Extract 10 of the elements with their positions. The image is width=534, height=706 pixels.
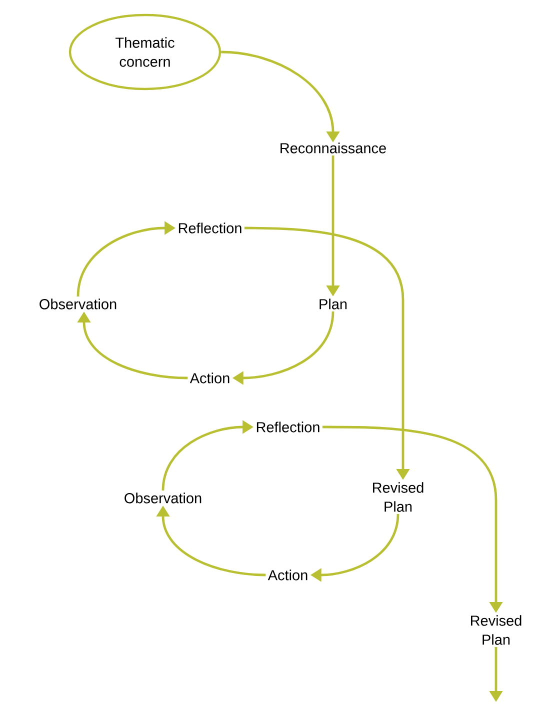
label-text: Action <box>190 372 230 384</box>
label-text: Observation <box>40 298 116 310</box>
label-text: Revised Plan <box>471 615 522 645</box>
label-text: Plan <box>320 298 347 310</box>
label-text: Reconnaissance <box>280 142 386 154</box>
label-text: Observation <box>124 492 202 504</box>
label-text: Action <box>268 570 308 580</box>
label-text: Reflection <box>256 422 320 432</box>
label-text: Reflection <box>178 222 242 234</box>
label-text: Revised Plan <box>373 482 424 512</box>
